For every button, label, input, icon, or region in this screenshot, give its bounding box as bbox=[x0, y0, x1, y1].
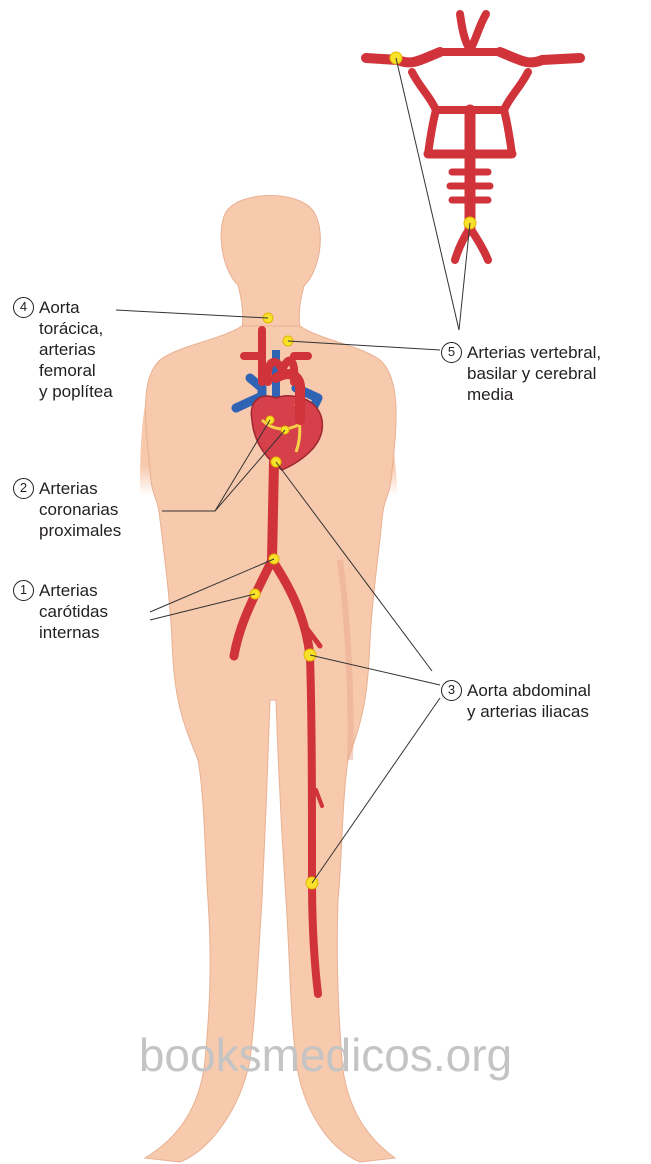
label-2-text: Arterias coronarias proximales bbox=[39, 478, 121, 541]
label-5-number: 5 bbox=[441, 342, 462, 363]
label-5-text: Arterias vertebral, basilar y cerebral m… bbox=[467, 342, 601, 405]
label-3: 3 Aorta abdominal y arterias iliacas bbox=[441, 680, 591, 722]
watermark: booksmedicos.org bbox=[0, 1028, 651, 1082]
label-4-text: Aorta torácica, arterias femoral y poplí… bbox=[39, 297, 113, 402]
label-5: 5 Arterias vertebral, basilar y cerebral… bbox=[441, 342, 601, 405]
label-3-number: 3 bbox=[441, 680, 462, 701]
label-4: 4 Aorta torácica, arterias femoral y pop… bbox=[13, 297, 113, 402]
label-4-number: 4 bbox=[13, 297, 34, 318]
label-1-number: 1 bbox=[13, 580, 34, 601]
body-silhouette bbox=[140, 196, 398, 1163]
label-1-text: Arterias carótidas internas bbox=[39, 580, 108, 643]
label-1: 1 Arterias carótidas internas bbox=[13, 580, 108, 643]
label-3-text: Aorta abdominal y arterias iliacas bbox=[467, 680, 591, 722]
head bbox=[221, 196, 320, 329]
label-2-number: 2 bbox=[13, 478, 34, 499]
label-2: 2 Arterias coronarias proximales bbox=[13, 478, 121, 541]
